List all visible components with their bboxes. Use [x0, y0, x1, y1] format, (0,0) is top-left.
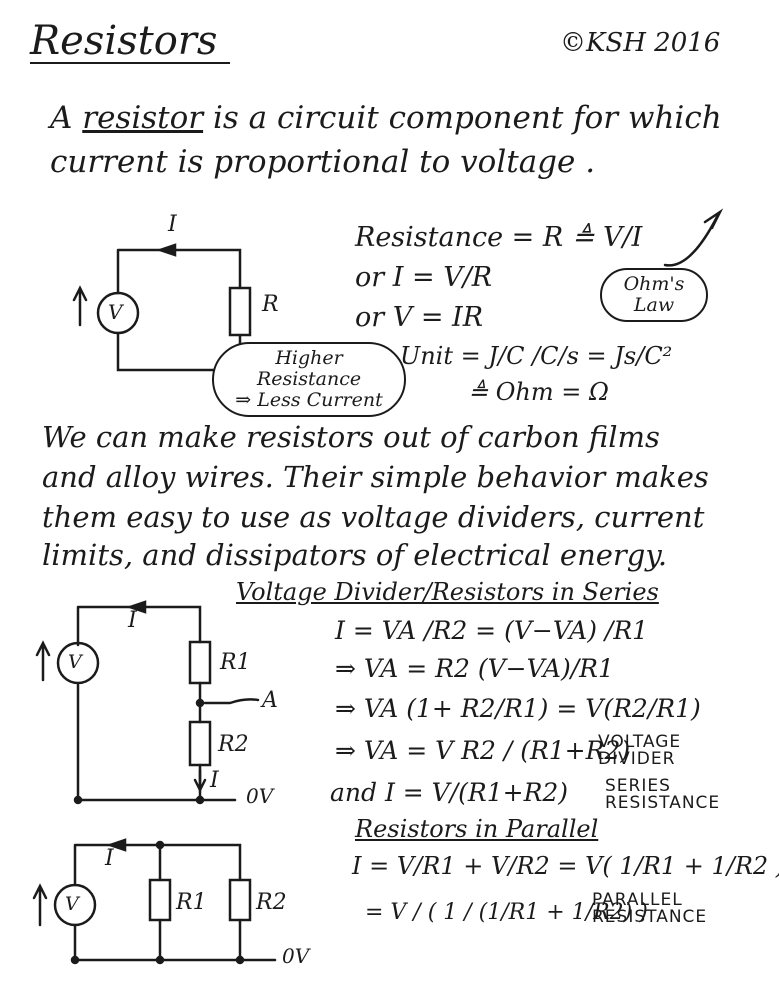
ohm-source-arrow	[72, 285, 88, 327]
series-ground-label: 0V	[246, 784, 274, 808]
series-current-out-label: I	[210, 768, 219, 793]
higher-resistance-bubble: Higher Resistance ⇒ Less Current	[212, 342, 406, 417]
parallel-r2-label: R2	[256, 890, 287, 915]
ohm-current-label: I	[168, 212, 177, 237]
ohm-alt-1: or I = V/R	[355, 262, 493, 293]
copyright-note: ©KSH 2016	[560, 28, 721, 58]
series-circuit-wires	[76, 605, 202, 802]
paragraph-line-3: them easy to use as voltage dividers, cu…	[42, 500, 705, 534]
series-eq-2: ⇒ VA = R2 (V−VA)/R1	[335, 654, 614, 683]
ohms-law-bubble: Ohm's Law	[600, 268, 708, 322]
parallel-eq-2: = V / ( 1 / (1/R1 + 1/R2) )	[365, 900, 648, 925]
ohm-source-label: V	[108, 300, 123, 324]
series-source-label: V	[68, 651, 82, 673]
series-corner-dot	[73, 795, 83, 805]
series-resistor-r2	[188, 720, 212, 767]
series-node-label: A	[262, 688, 278, 713]
voltage-divider-note: VOLTAGE DIVIDER	[598, 734, 681, 768]
intro-before: A	[50, 100, 83, 136]
ohm-resistor	[228, 286, 252, 337]
ohm-resistor-label: R	[262, 292, 279, 317]
series-resistance-note-2: RESISTANCE	[605, 793, 721, 813]
paragraph-line-2: and alloy wires. Their simple behavior m…	[42, 460, 709, 494]
parallel-heading: Resistors in Parallel	[355, 815, 599, 843]
resistance-definition: Resistance = R ≜ V/I	[355, 222, 643, 253]
series-current-label: I	[128, 608, 137, 633]
intro-line-1: A resistor is a circuit component for wh…	[50, 100, 722, 136]
series-current-arrow	[126, 600, 147, 614]
series-resistance-note: SERIES RESISTANCE	[605, 778, 720, 812]
ohm-voltage-source	[96, 291, 140, 335]
bubble-line-2: Resistance	[256, 368, 362, 390]
parallel-top-dot	[155, 840, 165, 850]
resistance-unit: Unit = J/C /C/s = Js/C²	[400, 342, 673, 370]
series-out-arrow	[193, 768, 207, 793]
parallel-resistance-note: PARALLEL RESISTANCE	[592, 892, 707, 926]
parallel-r1-label: R1	[176, 890, 207, 915]
parallel-current-label: I	[105, 846, 114, 871]
series-eq-1: I = VA /R2 = (V−VA) /R1	[335, 616, 649, 645]
series-voltage-source	[56, 641, 100, 685]
intro-line-2: current is proportional to voltage .	[50, 144, 596, 180]
parallel-eq-1: I = V/R1 + V/R2 = V( 1/R1 + 1/R2 )	[352, 852, 779, 880]
parallel-current-arrow	[106, 838, 127, 852]
parallel-resistor-r1	[148, 878, 172, 922]
bubble-line-3: ⇒ Less Current	[235, 389, 383, 411]
series-node-pointer	[203, 698, 260, 705]
parallel-resistance-note-1: PARALLEL	[592, 890, 683, 910]
series-heading: Voltage Divider/Resistors in Series	[236, 578, 659, 606]
paragraph-line-4: limits, and dissipators of electrical en…	[42, 538, 668, 572]
series-r1-label: R1	[220, 650, 251, 675]
voltage-divider-note-1: VOLTAGE	[598, 732, 682, 752]
series-resistance-note-1: SERIES	[605, 776, 671, 796]
series-node-dot	[195, 698, 205, 708]
parallel-resistor-r2	[228, 878, 252, 922]
ohm-law-pointer	[663, 208, 724, 267]
voltage-divider-note-2: DIVIDER	[598, 749, 676, 769]
ohm-alt-2: or V = IR	[355, 302, 484, 333]
ohm-current-arrow	[156, 243, 177, 257]
parallel-source-label: V	[65, 893, 79, 915]
parallel-circuit-wires	[73, 843, 242, 962]
parallel-source-arrow	[32, 883, 48, 927]
series-eq-3: ⇒ VA (1+ R2/R1) = V(R2/R1)	[335, 694, 701, 723]
intro-after: is a circuit component for which	[203, 100, 722, 136]
parallel-ground-label: 0V	[282, 944, 310, 968]
series-r2-label: R2	[218, 732, 249, 757]
series-ground-dot	[195, 795, 205, 805]
ohm-unit: ≜ Ohm = Ω	[468, 378, 609, 406]
parallel-ground-dot	[235, 955, 245, 965]
title-underline	[30, 62, 230, 64]
series-eq-5: and I = V/(R1+R2)	[330, 778, 569, 807]
parallel-resistance-note-2: RESISTANCE	[592, 907, 708, 927]
intro-term: resistor	[82, 100, 204, 136]
bubble-line-1: Higher	[275, 347, 343, 369]
page-title: Resistors	[30, 18, 218, 64]
parallel-corner-dot	[70, 955, 80, 965]
parallel-bottom-dot	[155, 955, 165, 965]
series-source-arrow	[35, 640, 51, 682]
series-resistor-r1	[188, 640, 212, 685]
parallel-voltage-source	[53, 883, 97, 927]
series-eq-4: ⇒ VA = V R2 / (R1+R2)	[335, 736, 631, 765]
paragraph-line-1: We can make resistors out of carbon film…	[42, 420, 660, 454]
